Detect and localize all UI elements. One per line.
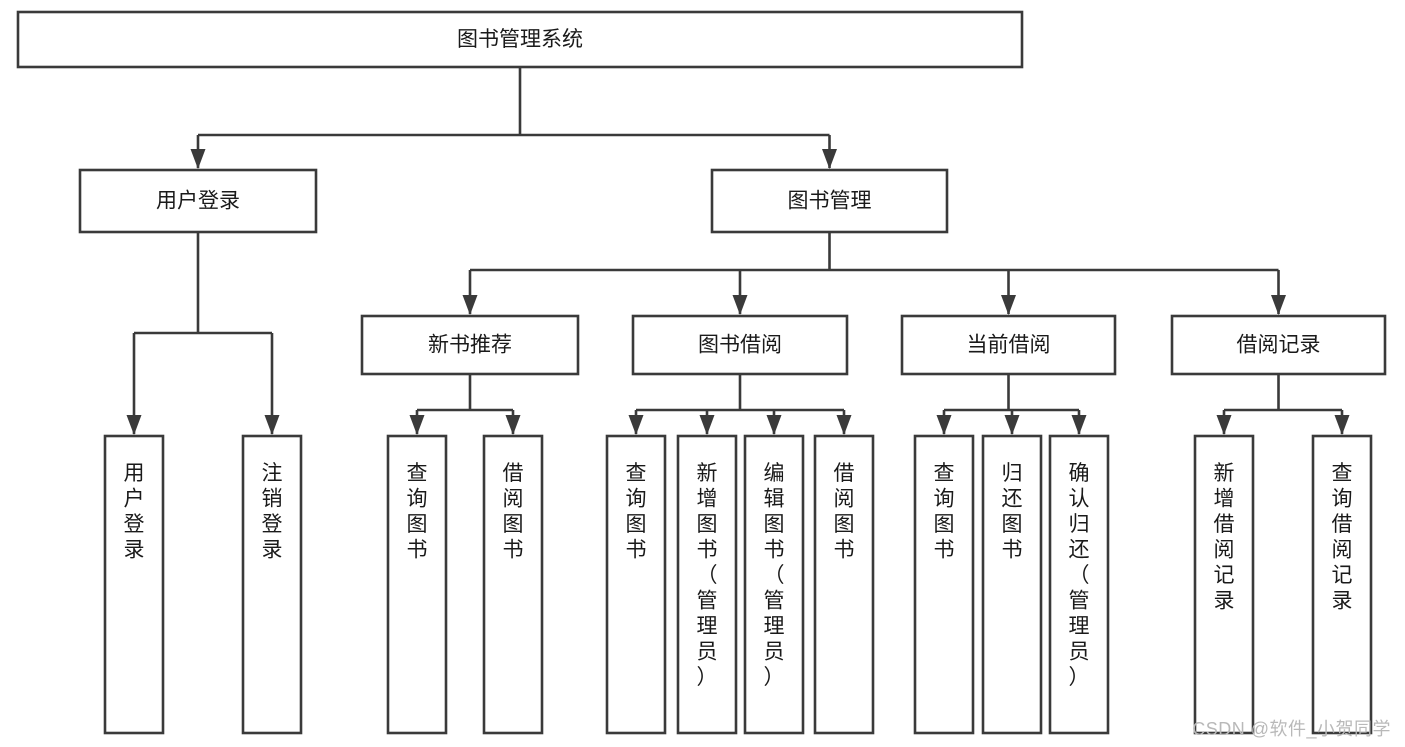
node-book-borrow-leaf-1-box (676, 434, 738, 735)
node-level1-0-label: 用户登录 (156, 190, 240, 213)
node-level2-0[interactable]: 新书推荐 (360, 314, 580, 376)
arrow-head-icon (1334, 415, 1350, 435)
arrow-head-icon (126, 415, 142, 435)
nodes-layer: 图书管理系统用户登录图书管理新书推荐图书借阅当前借阅借阅记录用户登录注销登录查询… (16, 10, 1387, 735)
node-borrow-record-leaf-1-box (1311, 434, 1373, 735)
node-level2-3-label: 借阅记录 (1237, 334, 1321, 357)
arrow-head-icon (732, 295, 748, 315)
node-level2-0-box (360, 314, 580, 376)
node-borrow-record-leaf-1[interactable]: 查询借阅记录 (1311, 434, 1373, 735)
arrow-head-icon (1001, 295, 1016, 315)
node-current-borrow-leaf-2-box (1048, 434, 1110, 735)
node-borrow-record-leaf-0-label: 新增借阅记录 (1214, 462, 1235, 613)
node-level2-2-label: 当前借阅 (967, 334, 1051, 357)
node-level2-2[interactable]: 当前借阅 (900, 314, 1117, 376)
arrow-head-icon (766, 415, 782, 435)
node-root-label: 图书管理系统 (457, 28, 583, 51)
arrow-head-icon (409, 415, 425, 435)
node-level1-0-box (78, 168, 318, 234)
node-book-borrow-leaf-3-box (813, 434, 875, 735)
node-level1-1-label: 图书管理 (788, 190, 872, 213)
node-book-borrow-leaf-0-box (605, 434, 667, 735)
arrow-head-icon (1216, 415, 1232, 435)
node-new-book-recommend-leaf-1[interactable]: 借阅图书 (482, 434, 544, 735)
node-book-borrow-leaf-3[interactable]: 借阅图书 (813, 434, 875, 735)
node-root-box (16, 10, 1024, 69)
arrow-head-icon (628, 415, 644, 435)
arrow-head-icon (936, 415, 952, 435)
node-user-login-leaf-1[interactable]: 注销登录 (241, 434, 303, 735)
connectors-layer (126, 67, 1350, 435)
node-book-borrow-leaf-2[interactable]: 编辑图书（管理员） (743, 434, 805, 735)
arrow-head-icon (264, 415, 280, 435)
node-new-book-recommend-leaf-1-label: 借阅图书 (503, 462, 524, 562)
arrow-head-icon (1004, 415, 1020, 435)
arrow-head-icon (822, 149, 837, 169)
node-level2-0-label: 新书推荐 (428, 334, 512, 357)
arrow-head-icon (1071, 415, 1087, 435)
node-borrow-record-leaf-1-label: 查询借阅记录 (1332, 462, 1353, 613)
node-level1-1[interactable]: 图书管理 (710, 168, 949, 234)
arrow-head-icon (505, 415, 521, 435)
node-current-borrow-leaf-0[interactable]: 查询图书 (913, 434, 975, 735)
node-current-borrow-leaf-1[interactable]: 归还图书 (981, 434, 1043, 735)
node-level2-1-label: 图书借阅 (698, 334, 782, 357)
arrow-head-icon (1271, 295, 1286, 315)
node-new-book-recommend-leaf-1-box (482, 434, 544, 735)
node-level2-2-box (900, 314, 1117, 376)
node-level2-1-box (631, 314, 849, 376)
node-user-login-leaf-1-label: 注销登录 (262, 462, 283, 562)
node-user-login-leaf-0-box (103, 434, 165, 735)
node-current-borrow-leaf-1-label: 归还图书 (1002, 462, 1023, 562)
node-book-borrow-leaf-2-box (743, 434, 805, 735)
node-book-borrow-leaf-0-label: 查询图书 (626, 462, 647, 562)
arrow-head-icon (462, 295, 478, 315)
node-book-borrow-leaf-1[interactable]: 新增图书（管理员） (676, 434, 738, 735)
watermark-text: CSDN @软件_小贺同学 (1192, 719, 1391, 739)
node-new-book-recommend-leaf-0-label: 查询图书 (407, 462, 428, 562)
node-book-borrow-leaf-0[interactable]: 查询图书 (605, 434, 667, 735)
node-level1-1-box (710, 168, 949, 234)
node-user-login-leaf-0[interactable]: 用户登录 (103, 434, 165, 735)
node-borrow-record-leaf-0-box (1193, 434, 1255, 735)
node-book-borrow-leaf-3-label: 借阅图书 (834, 462, 855, 562)
arrow-head-icon (190, 149, 206, 169)
node-borrow-record-leaf-0[interactable]: 新增借阅记录 (1193, 434, 1255, 735)
arrow-head-icon (699, 415, 715, 435)
node-new-book-recommend-leaf-0[interactable]: 查询图书 (386, 434, 448, 735)
node-user-login-leaf-1-box (241, 434, 303, 735)
node-book-borrow-leaf-2-label: 编辑图书（管理员） (764, 462, 785, 689)
node-root[interactable]: 图书管理系统 (16, 10, 1024, 69)
node-level1-0[interactable]: 用户登录 (78, 168, 318, 234)
node-current-borrow-leaf-2[interactable]: 确认归还（管理员） (1048, 434, 1110, 735)
node-book-borrow-leaf-1-label: 新增图书（管理员） (697, 462, 718, 689)
node-current-borrow-leaf-1-box (981, 434, 1043, 735)
node-level2-3[interactable]: 借阅记录 (1170, 314, 1387, 376)
node-current-borrow-leaf-0-box (913, 434, 975, 735)
node-current-borrow-leaf-2-label: 确认归还（管理员） (1069, 462, 1090, 689)
node-level2-3-box (1170, 314, 1387, 376)
node-current-borrow-leaf-0-label: 查询图书 (934, 462, 955, 562)
arrow-head-icon (836, 415, 852, 435)
node-new-book-recommend-leaf-0-box (386, 434, 448, 735)
node-level2-1[interactable]: 图书借阅 (631, 314, 849, 376)
node-user-login-leaf-0-label: 用户登录 (124, 462, 145, 562)
